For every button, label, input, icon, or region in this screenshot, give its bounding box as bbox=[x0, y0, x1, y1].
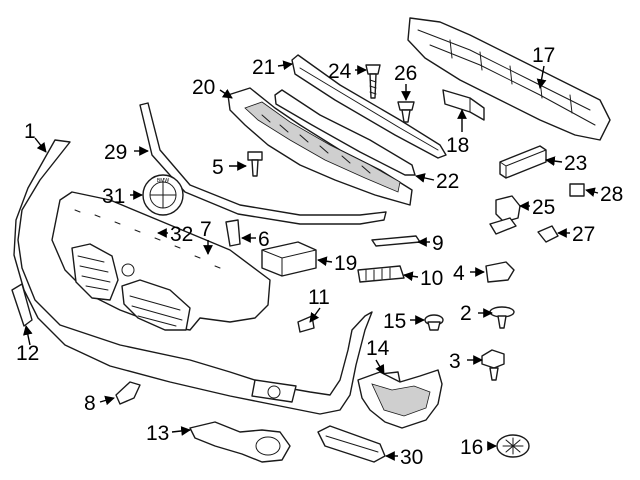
callout-labels: 1 2 3 4 5 6 7 8 9 10 11 12 13 14 15 16 1… bbox=[16, 44, 623, 469]
callout-25: 25 bbox=[532, 196, 555, 219]
cap-27-part bbox=[537, 225, 559, 243]
callout-3: 3 bbox=[449, 350, 461, 373]
grille-frame-part bbox=[227, 87, 413, 206]
callout-12: 12 bbox=[16, 342, 39, 365]
callout-20: 20 bbox=[192, 76, 215, 99]
bracket-18-part bbox=[442, 89, 485, 121]
strip-10-part bbox=[357, 265, 405, 283]
callout-31: 31 bbox=[102, 185, 125, 208]
callout-11: 11 bbox=[308, 286, 330, 309]
callout-2: 2 bbox=[460, 302, 472, 325]
callout-30: 30 bbox=[400, 446, 423, 469]
module-box-part bbox=[261, 241, 317, 277]
screw-15-part bbox=[424, 314, 444, 331]
trim-strip-part bbox=[274, 89, 416, 176]
leader-lines bbox=[23, 60, 599, 461]
fog-grille-part bbox=[189, 421, 291, 463]
callout-6: 6 bbox=[258, 228, 270, 251]
callout-18: 18 bbox=[446, 134, 469, 157]
clip-16-part bbox=[496, 434, 530, 458]
callout-29: 29 bbox=[104, 141, 127, 164]
callout-13: 13 bbox=[146, 422, 169, 445]
callout-26: 26 bbox=[394, 62, 417, 85]
callout-15: 15 bbox=[383, 310, 406, 333]
callout-28: 28 bbox=[600, 183, 623, 206]
long-strip-part bbox=[139, 102, 387, 225]
callout-14: 14 bbox=[366, 337, 390, 360]
strip-9-part bbox=[371, 235, 421, 247]
callout-4: 4 bbox=[453, 262, 465, 285]
callout-23: 23 bbox=[564, 152, 587, 175]
bumper-cover-part bbox=[13, 139, 403, 415]
callout-10: 10 bbox=[420, 267, 443, 290]
bracket-11-part bbox=[297, 315, 315, 333]
piece-8-part bbox=[115, 381, 141, 405]
callout-24: 24 bbox=[328, 60, 352, 83]
bracket-14-part bbox=[357, 369, 443, 429]
emblem-part: BMW bbox=[142, 174, 184, 216]
bumper-support-part bbox=[407, 17, 611, 141]
callout-32: 32 bbox=[170, 223, 193, 246]
clip-28-part bbox=[569, 183, 585, 197]
callout-8: 8 bbox=[84, 392, 96, 415]
screw-3-part bbox=[481, 349, 505, 381]
callout-16: 16 bbox=[460, 436, 483, 459]
clip-26-part bbox=[397, 101, 415, 123]
callout-1: 1 bbox=[24, 120, 36, 143]
screw-2-part bbox=[489, 306, 515, 329]
fog-trim-part bbox=[317, 425, 386, 463]
bolt-24-part bbox=[365, 64, 381, 99]
side-marker-part bbox=[11, 283, 33, 327]
callout-19: 19 bbox=[334, 252, 357, 275]
callout-22: 22 bbox=[436, 170, 459, 193]
callout-27: 27 bbox=[572, 223, 595, 246]
bracket-4-part bbox=[485, 261, 515, 283]
upper-bar-part bbox=[291, 54, 447, 159]
emblem-letters: BMW bbox=[157, 178, 170, 184]
callout-5: 5 bbox=[212, 156, 224, 179]
callout-21: 21 bbox=[252, 56, 275, 79]
bracket-23-part bbox=[499, 145, 547, 179]
bracket-25-part bbox=[489, 195, 521, 235]
callout-7: 7 bbox=[200, 218, 212, 241]
callout-17: 17 bbox=[532, 44, 555, 67]
clip-5-part bbox=[247, 151, 263, 177]
bracket-6-part bbox=[225, 219, 241, 247]
callout-9: 9 bbox=[432, 232, 444, 255]
